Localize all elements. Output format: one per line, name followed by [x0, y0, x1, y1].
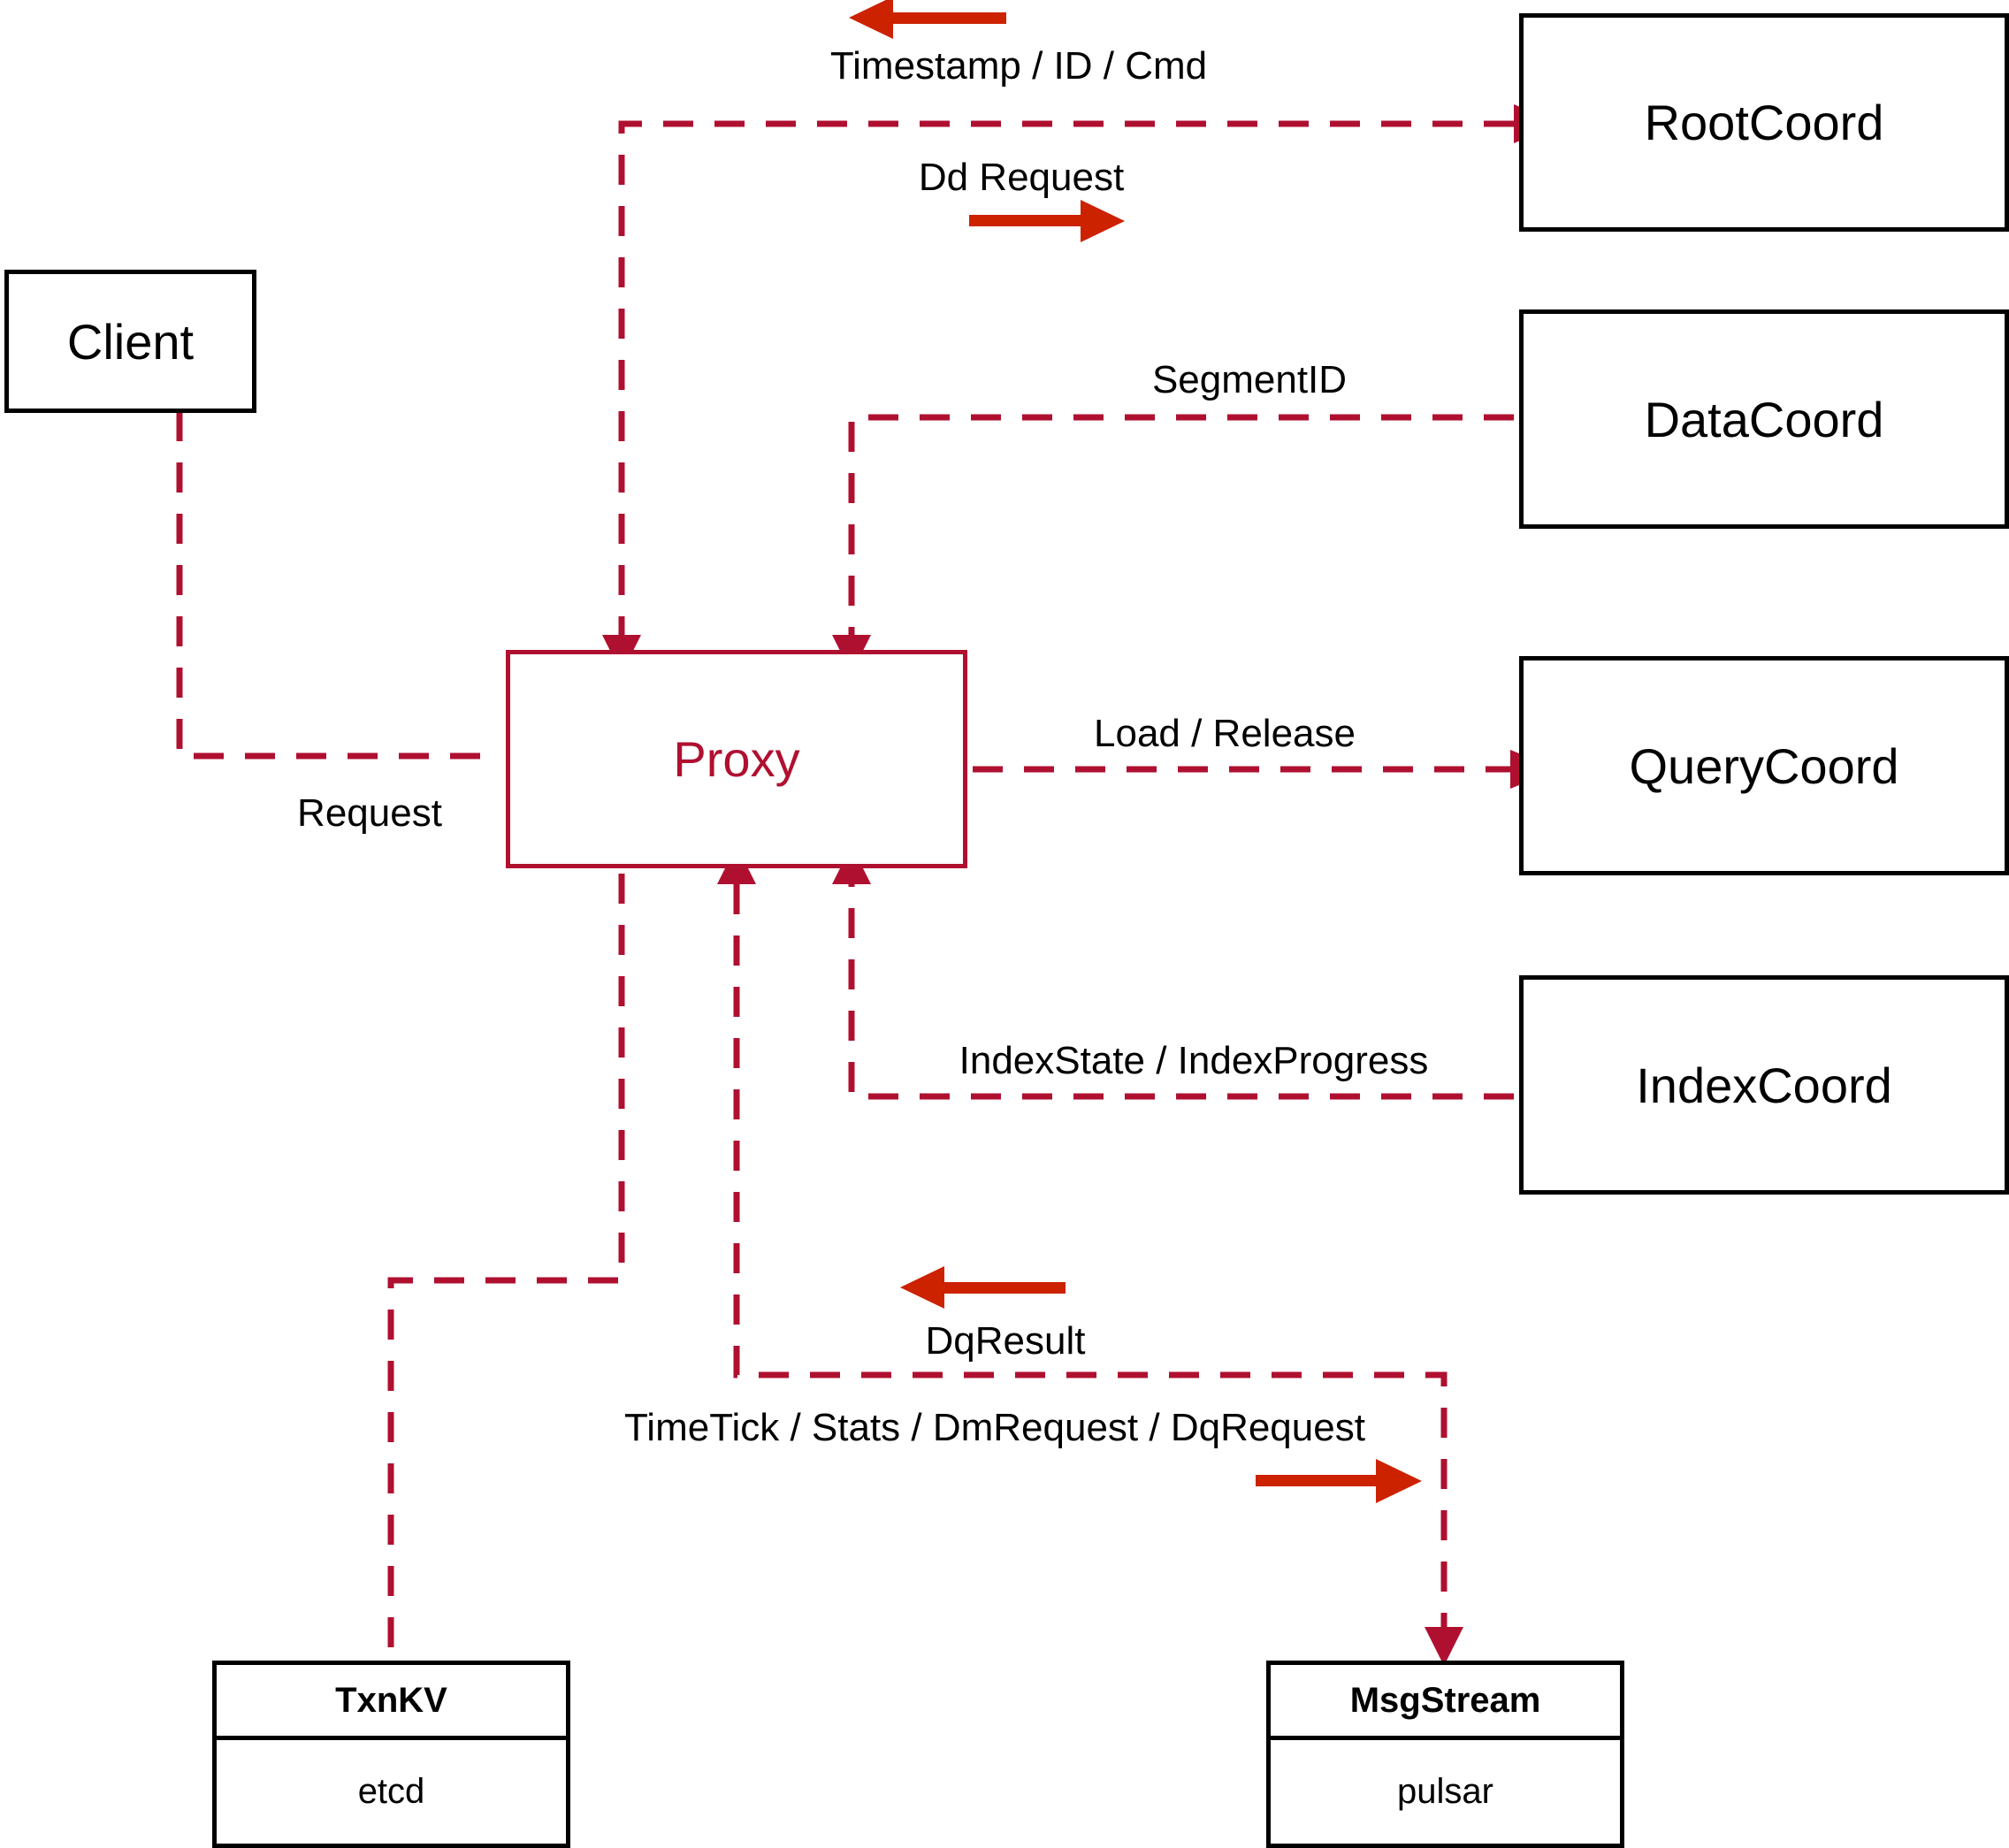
- edge-msgstream: [733, 884, 1448, 1627]
- edge-label-index-state-progress: IndexState / IndexProgress: [959, 1039, 1429, 1082]
- edge-label-load-release: Load / Release: [1094, 712, 1356, 755]
- arrow-timetick-right: [1256, 1459, 1422, 1503]
- edge-proxy-txnkv: [387, 874, 625, 1661]
- edge-label-timestamp-id-cmd: Timestamp / ID / Cmd: [829, 44, 1208, 88]
- node-msgstream-impl: pulsar: [1397, 1772, 1493, 1811]
- node-index-coord-label: IndexCoord: [1636, 1057, 1892, 1113]
- edge-label-timetick-stats: TimeTick / Stats / DmRequest / DqRequest: [624, 1406, 1365, 1449]
- arrow-dd-request-right: [969, 200, 1125, 242]
- edge-label-request: Request: [297, 791, 442, 835]
- edge-label-segment-id: SegmentID: [1151, 358, 1348, 401]
- edge-request: [176, 411, 491, 760]
- node-msgstream[interactable]: MsgStream pulsar: [1266, 1661, 1624, 1848]
- node-client[interactable]: Client: [4, 270, 256, 413]
- node-txnkv-header: TxnKV: [217, 1665, 566, 1740]
- node-root-coord-label: RootCoord: [1644, 95, 1884, 150]
- node-query-coord-label: QueryCoord: [1629, 737, 1899, 794]
- node-msgstream-body: pulsar: [1271, 1740, 1620, 1844]
- node-txnkv-title: TxnKV: [335, 1680, 447, 1720]
- arrow-dqresult-left: [900, 1266, 1066, 1309]
- node-proxy-label: Proxy: [673, 731, 800, 787]
- edge-segment-id: [848, 414, 1514, 635]
- arrow-timestamp-left: [849, 0, 1006, 39]
- edge-label-dd-request: Dd Request: [918, 156, 1125, 199]
- edge-root-coord: [618, 120, 1514, 635]
- node-txnkv-impl: etcd: [357, 1772, 425, 1811]
- node-query-coord[interactable]: QueryCoord: [1519, 656, 2009, 875]
- node-msgstream-title: MsgStream: [1349, 1680, 1541, 1720]
- node-proxy[interactable]: Proxy: [506, 650, 967, 868]
- node-txnkv-body: etcd: [217, 1740, 566, 1844]
- edge-label-dq-result: DqResult: [925, 1319, 1086, 1363]
- node-msgstream-header: MsgStream: [1271, 1665, 1620, 1740]
- node-txnkv[interactable]: TxnKV etcd: [212, 1661, 570, 1848]
- node-data-coord-label: DataCoord: [1644, 391, 1884, 447]
- node-root-coord[interactable]: RootCoord: [1519, 13, 2009, 232]
- node-index-coord[interactable]: IndexCoord: [1519, 975, 2009, 1195]
- node-data-coord[interactable]: DataCoord: [1519, 309, 2009, 529]
- node-client-label: Client: [66, 313, 195, 370]
